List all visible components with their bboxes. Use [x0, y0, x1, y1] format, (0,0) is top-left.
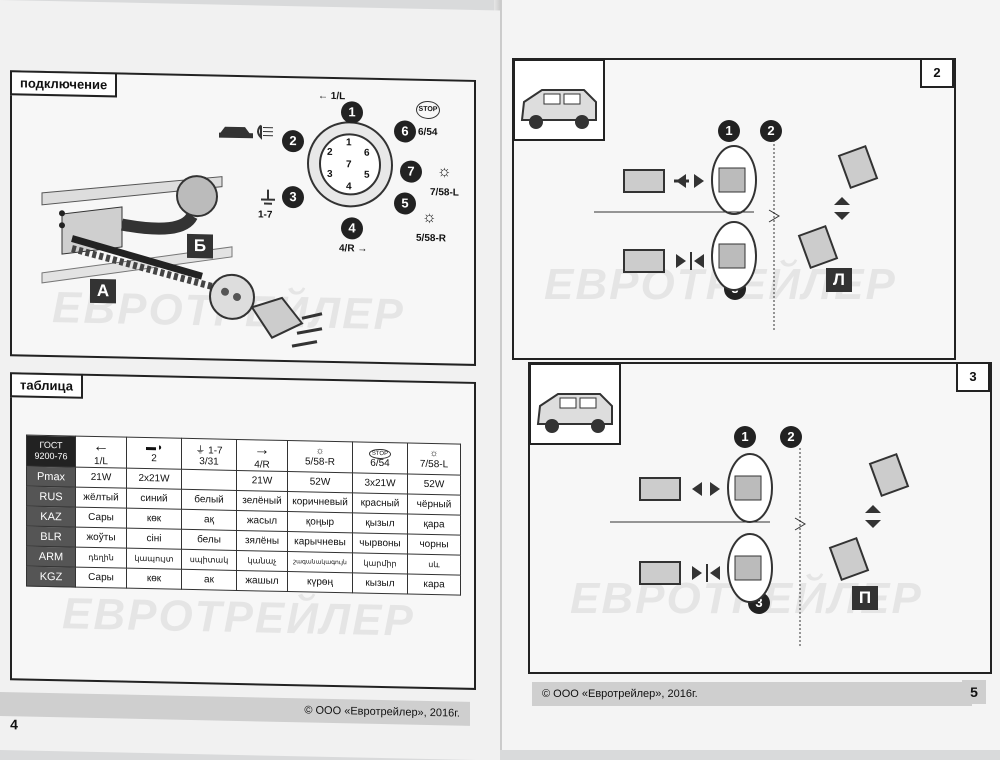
left-page: подключение ЕВРОТРЕЙЛЕР А Б 1 2	[0, 0, 500, 760]
pin-6-marker: 6	[394, 120, 416, 142]
header-cell: ←1/L	[76, 436, 127, 468]
stop-icon: STOP	[416, 101, 440, 120]
page-number-right: 5	[962, 680, 986, 704]
header-cell: →4/R	[237, 439, 288, 471]
header-cell: ▬◑2	[127, 437, 182, 469]
connection-panel: подключение ЕВРОТРЕЙЛЕР А Б 1 2	[10, 70, 476, 366]
pin-4-marker: 4	[341, 217, 363, 239]
ground-icon: ⏚	[195, 445, 205, 456]
pin-3-label: 1-7	[258, 209, 272, 220]
pin-6-label: 6/54	[418, 127, 437, 138]
side-letter-box: П	[852, 586, 878, 610]
sun-icon: ☼	[315, 446, 324, 457]
car-headlight-icon	[217, 121, 277, 142]
table-panel-title: таблица	[10, 372, 83, 399]
pin-4-label: 4/R →	[339, 243, 367, 255]
connector-diagram	[610, 438, 950, 638]
arrow-right-icon: →	[254, 441, 270, 458]
socket-digit: 5	[364, 170, 370, 181]
car-headlight-icon: ▬◑	[146, 442, 162, 453]
socket-digit: 6	[364, 148, 370, 159]
watermark: ЕВРОТРЕЙЛЕР	[62, 589, 415, 646]
car-icon	[530, 364, 620, 444]
socket-digit: 7	[346, 159, 352, 170]
left-footer: © ООО «Евротрейлер», 2016г.	[0, 692, 470, 726]
instruction-panel-right: 3 ЕВРОТРЕЙЛЕР 1 2 3 П	[528, 362, 992, 674]
pin-2-marker: 2	[282, 130, 304, 152]
arrow-left-icon: ←	[93, 437, 109, 454]
sun-icon: ☼	[437, 163, 452, 181]
ground-icon	[260, 189, 276, 207]
instruction-panel-left: 2 ЕВРОТРЕЙЛЕР 1 2 3 Л	[512, 58, 956, 360]
side-letter-box: Л	[826, 268, 852, 292]
connector-diagram	[594, 130, 934, 330]
page-number-left: 4	[2, 712, 26, 737]
label-a: А	[90, 279, 116, 304]
pin-7-label: 7/58-L	[430, 187, 459, 199]
socket-digit: 4	[346, 181, 352, 192]
sun-icon: ☼	[429, 448, 438, 459]
right-page: 2 ЕВРОТРЕЙЛЕР 1 2 3 Л	[502, 0, 1000, 750]
pin-3-marker: 3	[282, 186, 304, 208]
right-footer: © ООО «Евротрейлер», 2016г.	[532, 682, 972, 706]
socket-digit: 2	[327, 147, 333, 158]
pin-5-marker: 5	[394, 192, 416, 214]
pin-7-marker: 7	[400, 160, 422, 182]
pin-1-marker: 1	[341, 101, 363, 123]
connection-panel-title: подключение	[10, 70, 117, 97]
towbar-illustration	[32, 153, 332, 359]
header-cell: ☼7/58-L	[408, 443, 461, 475]
sun-icon: ☼	[422, 209, 437, 227]
pin-1-label: ← 1/L	[318, 91, 345, 103]
header-cell: ☼5/58-R	[288, 441, 353, 473]
car-icon	[514, 60, 604, 140]
step-number-box: 3	[956, 362, 990, 392]
step-number-box: 2	[920, 58, 954, 88]
label-b: Б	[187, 234, 213, 259]
socket-digit: 1	[346, 137, 352, 148]
pin-5-label: 5/58-R	[416, 233, 446, 245]
socket-digit: 3	[327, 169, 333, 180]
